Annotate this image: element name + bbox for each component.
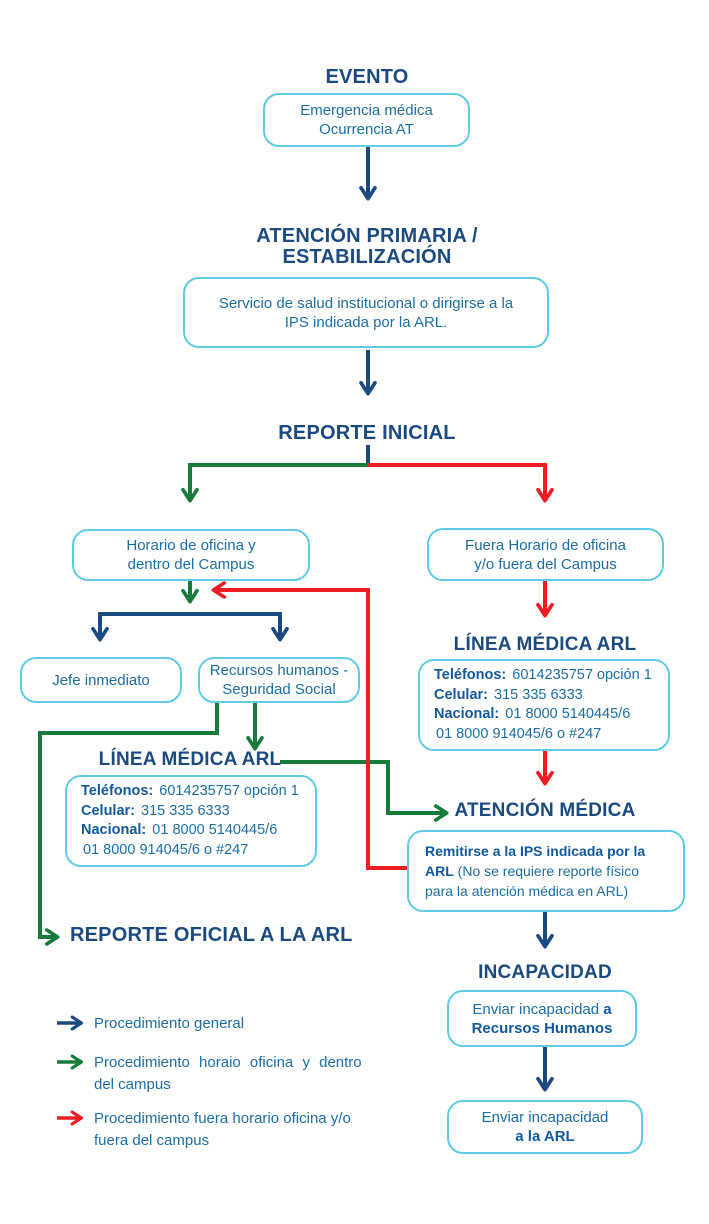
legend-label: Procedimiento horaio oficina y dentro: [94, 1054, 362, 1071]
title-incapacidad: INCAPACIDAD: [478, 962, 612, 983]
title-linea-medica-right: LÍNEA MÉDICA ARL: [453, 634, 637, 655]
box-remitirse-ips: Remitirse a la IPS indicada por la ARL (…: [407, 830, 685, 912]
box-linea-medica-right: Teléfonos: 6014235757 opción 1 Celular: …: [418, 659, 670, 751]
arrow-recursos-to-reporte-oficial: [38, 703, 219, 946]
box-recursos-humanos: Recursos humanos - Seguridad Social: [198, 657, 360, 703]
legend-item-horario-oficina: Procedimiento horaio oficina y dentro del…: [55, 1052, 414, 1096]
title-reporte-oficial: REPORTE OFICIAL A LA ARL: [70, 924, 353, 946]
box-jefe-inmediato: Jefe inmediato: [20, 657, 182, 703]
title-linea-medica-left: LÍNEA MÉDICA ARL: [98, 749, 282, 770]
box-linea-medica-left: Teléfonos: 6014235757 opción 1 Celular: …: [65, 775, 317, 867]
legend-label: fuera del campus: [94, 1132, 210, 1149]
legend-item-general: Procedimiento general: [55, 1013, 414, 1035]
legend-item-fuera-horario: Procedimiento fuera horario oficina y/o f…: [55, 1108, 414, 1152]
legend-arrow-navy-icon: [57, 1015, 83, 1031]
legend-label: Procedimiento fuera horario oficina y/o: [94, 1110, 351, 1127]
legend-arrow-red-icon: [57, 1110, 83, 1126]
legend-label: del campus: [94, 1076, 171, 1093]
box-fuera-horario: Fuera Horario de oficina y/o fuera del C…: [427, 528, 664, 581]
box-servicio-salud: Servicio de salud institucional o dirigi…: [183, 277, 549, 348]
arrow-remitirse-back-to-horario: [211, 581, 407, 870]
legend-arrow-green-icon: [57, 1054, 83, 1070]
arrow-reporte-inicial-to-fuera-horario: [368, 463, 554, 503]
title-atencion-medica: ATENCIÓN MÉDICA: [454, 800, 636, 821]
title-atencion-primaria: ATENCIÓN PRIMARIA / ESTABILIZACIÓN: [256, 225, 478, 268]
box-horario-oficina: Horario de oficina y dentro del Campus: [72, 529, 310, 581]
legend-label: Procedimiento general: [94, 1015, 245, 1032]
arrow-reporte-inicial-to-horario: [181, 463, 368, 503]
title-evento: EVENTO: [325, 66, 409, 88]
title-reporte-inicial: REPORTE INICIAL: [278, 422, 456, 444]
box-evento: Emergencia médica Ocurrencia AT: [263, 93, 470, 147]
arrow-linea-medica-to-atencion-medica: [280, 760, 449, 822]
